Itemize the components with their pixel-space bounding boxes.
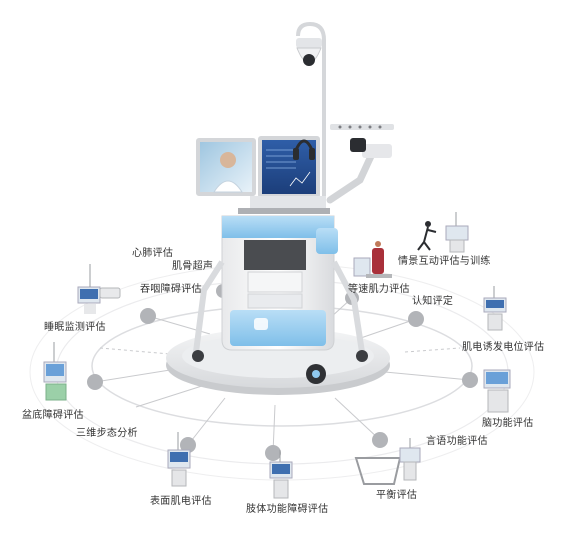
label-cardiopulmonary: 心肺评估 [132,248,174,259]
camera-mount [296,38,322,48]
label-isokinetic: 等速肌力评估 [348,284,410,295]
central-device [192,21,394,384]
label-musculoskeletal-ultrasound: 肌骨超声 [172,261,214,272]
label-limb-dysfunction: 肢体功能障碍评估 [246,504,329,515]
brain-function-device [483,369,511,413]
peripheral-devices [43,212,511,499]
label-dysphagia: 吞咽障碍评估 [140,284,202,295]
sleep-monitor-device [77,264,121,314]
balance-device [354,438,421,485]
label-3d-gait: 三维步态分析 [76,428,138,439]
person-icon [425,221,431,227]
pelvic-floor-device [43,342,67,401]
isokinetic-device [353,241,392,278]
label-cognitive: 认知评定 [412,296,454,307]
label-brain-function: 脑功能评估 [482,418,534,429]
label-situational-interaction: 情景互动评估与训练 [398,256,491,267]
label-emg-evoked-potential: 肌电诱发电位评估 [462,342,545,353]
label-balance: 平衡评估 [376,490,418,501]
label-speech-function: 言语功能评估 [426,436,488,447]
headset-icon [309,148,315,160]
emg-evoked-device [483,286,507,331]
node-dots [87,284,478,461]
interactive-training-device [417,212,469,253]
label-sleep-monitoring: 睡眠监测评估 [44,322,106,333]
surface-emg-device [167,432,191,487]
camera-icon [303,54,315,66]
limb-function-device [269,450,293,499]
doctor-icon [220,152,236,168]
label-pelvic-floor: 盆底障碍评估 [22,410,84,421]
label-surface-emg: 表面肌电评估 [150,496,212,507]
logo-mark [254,318,268,330]
